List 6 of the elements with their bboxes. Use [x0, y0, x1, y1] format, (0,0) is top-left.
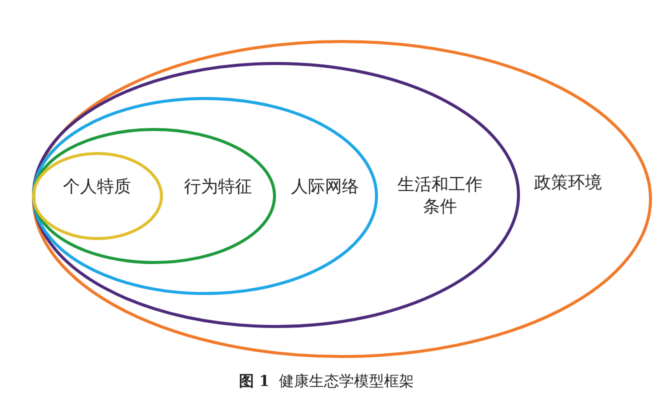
ring-label: 人际网络 [290, 176, 360, 198]
ring-label: 政策环境 [533, 172, 603, 194]
ring-label: 个人特质 [62, 176, 132, 198]
ring-label: 行为特征 [183, 176, 253, 198]
figure-caption: 图 1 健康生态学模型框架 [238, 372, 416, 391]
ring-label: 生活和工作条件 [396, 174, 484, 218]
